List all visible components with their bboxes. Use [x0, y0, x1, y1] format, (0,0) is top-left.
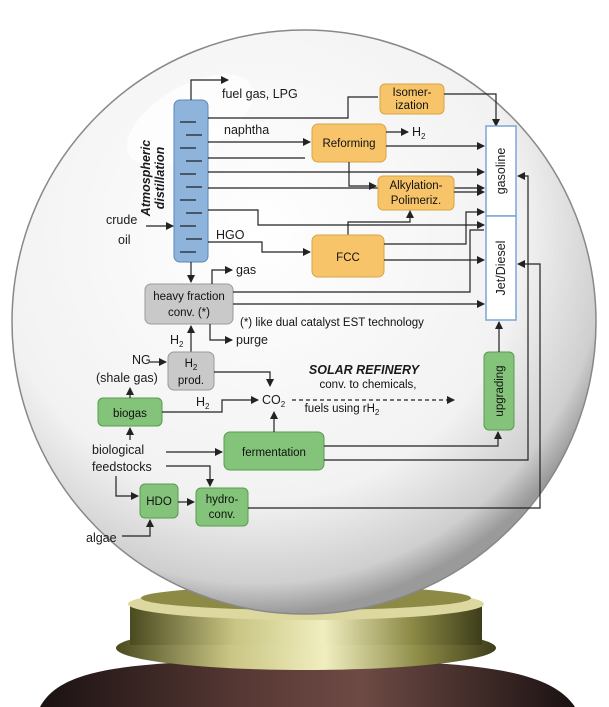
arrow-feed-to-hydroconv [166, 465, 214, 487]
reforming-label: Reforming [322, 138, 375, 150]
technology-note: (*) like dual catalyst EST technology [240, 317, 424, 329]
heavy-fraction-label-2: conv. (*) [168, 307, 210, 319]
arrow-biogas-co2 [162, 396, 259, 413]
arrow-fcc-to-alky [347, 210, 414, 236]
shale-gas-label: (shale gas) [96, 371, 158, 385]
h2-to-heavy-label: H2 [170, 333, 184, 349]
isomerization-box [379, 83, 445, 115]
h2-to-co2-label: H2 [196, 395, 210, 411]
naphtha-label: naphtha [224, 123, 269, 137]
ng-label: NG [132, 353, 151, 367]
jet-diesel-label: Jet/Diesel [494, 241, 508, 296]
alkylation-box [377, 175, 455, 211]
hydroconversion-box [195, 487, 249, 527]
arrow-fcc-gasoline [384, 208, 485, 245]
arrow-to-isomerization [208, 96, 378, 119]
biogas-label: biogas [113, 408, 147, 420]
hdo-label: HDO [146, 496, 172, 508]
h2-production-box [167, 351, 215, 391]
oil-label: oil [118, 233, 131, 247]
reforming-h2-label: H2 [412, 125, 426, 141]
hydroconversion-label-1: hydro- [206, 494, 239, 506]
arrow-fuel-gas [190, 76, 229, 100]
column-label-2: distillation [153, 146, 167, 209]
alkylation-label-2: Polimeriz. [391, 195, 441, 207]
solar-refinery-line3: fuels using rH2 [305, 403, 380, 417]
arrow-reforming-to-alky [348, 162, 377, 190]
hydroconversion-label-2: conv. [209, 509, 236, 521]
co2-label: CO2 [262, 393, 286, 409]
arrow-hydroconv-jet [248, 260, 541, 509]
stand-dark-base [40, 660, 575, 707]
gasoline-label: gasoline [494, 148, 508, 195]
algae-label: algae [86, 531, 117, 545]
fcc-label: FCC [336, 252, 360, 264]
solar-refinery-line2: conv. to chemicals, [320, 379, 417, 391]
hdo-box [139, 483, 179, 519]
arrow-h2prod-co2 [214, 371, 274, 387]
column-label-1: Atmospheric [139, 140, 153, 217]
biological-label: biological [92, 443, 144, 457]
arrow-fermentation-upgrading [324, 431, 502, 447]
purge-label: purge [236, 333, 268, 347]
feedstocks-label: feedstocks [92, 460, 152, 474]
isomerization-label-1: Isomer- [393, 87, 432, 99]
arrow-feed-to-hdo [115, 476, 139, 500]
hgo-label: HGO [216, 228, 245, 242]
arrow-algae-hdo [122, 519, 154, 537]
arrow-fermentation-gasoline [324, 172, 529, 461]
arrow-hgo [208, 241, 311, 256]
gas-label: gas [236, 263, 256, 277]
alkylation-label-1: Alkylation- [389, 180, 442, 192]
h2-production-label-1: H2 [185, 358, 198, 372]
jet-diesel-box [485, 215, 517, 321]
arrow-iso-to-gasoline [444, 93, 500, 127]
upgrading-label: upgrading [494, 365, 506, 416]
h2-production-label-2: prod. [178, 375, 204, 387]
arrow-heavy-gasoline [233, 229, 484, 293]
fcc-box [311, 234, 385, 278]
arrow-heavy-gas [211, 266, 233, 284]
heavy-fraction-label-1: heavy fraction [153, 291, 225, 303]
fuel-gas-label: fuel gas, LPG [222, 87, 298, 101]
isomerization-label-2: ization [395, 100, 428, 112]
arrow-col-jet [208, 209, 485, 229]
column-trays [180, 121, 202, 253]
arrow-heavy-purge [209, 324, 233, 344]
fermentation-label: fermentation [242, 447, 306, 459]
solar-refinery-title: SOLAR REFINERY [309, 363, 421, 377]
crude-label: crude [106, 213, 137, 227]
distillation-column [173, 99, 209, 263]
